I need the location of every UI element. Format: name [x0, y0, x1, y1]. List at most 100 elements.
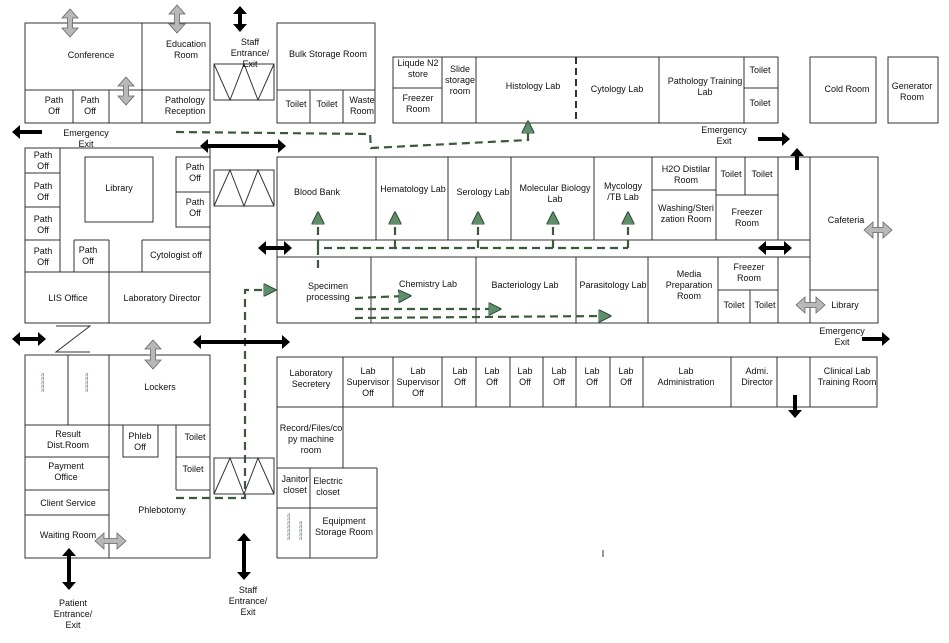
gray-arrow-lockers — [144, 339, 162, 370]
room-conference: Conference — [68, 50, 115, 60]
gray-arrow-path-off — [117, 76, 135, 106]
room-phlebotomy: Phlebotomy — [138, 505, 186, 515]
entrance-arrows — [12, 6, 890, 590]
gray-arrow-education — [168, 4, 186, 34]
gray-arrow-cafeteria — [863, 221, 893, 239]
equipment-glyph-1: ≈≈≈≈≈≈≈ — [286, 513, 293, 540]
room-toilet-histology-2: Toilet — [749, 98, 771, 108]
arrow-emergency-exit-right-low — [862, 332, 890, 346]
room-bulk-storage: Bulk Storage Room — [289, 49, 367, 59]
room-hematology-lab: Hematology Lab — [380, 184, 446, 194]
room-toilet-h2o-2: Toilet — [751, 169, 773, 179]
flow-path-pathology-histology — [175, 127, 528, 150]
room-bacteriology-lab: Bacteriology Lab — [491, 280, 558, 290]
arrow-emergency-exit-right-top — [758, 132, 790, 146]
stair-left-middle — [213, 168, 275, 208]
arrow-bottom-down — [788, 395, 802, 418]
gray-arrow-waiting — [94, 532, 127, 550]
locker-glyph-1: ≈≈≈≈≈ — [40, 373, 47, 392]
gray-door-arrows — [61, 4, 893, 550]
room-toilet-phleb-1: Toilet — [184, 432, 206, 442]
locker-glyph-2: ≈≈≈≈≈ — [84, 373, 91, 392]
room-mycology-tb-lab: Mycology/TB Lab — [604, 181, 643, 202]
room-blood-bank: Blood Bank — [294, 187, 341, 197]
room-toilet-phleb-2: Toilet — [182, 464, 204, 474]
arrow-corridor-lower — [193, 335, 290, 349]
room-toilet-histology-1: Toilet — [749, 65, 771, 75]
vertical-glyphs: ≈≈≈≈≈ ≈≈≈≈≈ ≈≈≈≈≈≈≈ ≈≈≈≈≈ — [40, 373, 305, 540]
room-toilet-media-1: Toilet — [723, 300, 745, 310]
gray-arrow-conference — [61, 8, 79, 38]
flow-path-parasitology — [354, 316, 605, 318]
specimen-flow-paths — [175, 127, 628, 500]
room-lis-office: LIS Office — [48, 293, 87, 303]
flow-path-lab-corridor — [316, 246, 628, 268]
stair-top — [213, 62, 275, 102]
room-parasitology-lab: Parasitology Lab — [579, 280, 646, 290]
arrow-corridor-right — [758, 241, 792, 255]
arrow-emergency-exit-left — [12, 125, 42, 139]
room-toilet-bulk-2: Toilet — [316, 99, 338, 109]
arrow-right-up — [790, 148, 804, 170]
arrow-patient-entrance — [62, 548, 76, 590]
flow-path-phlebotomy-specimen — [176, 290, 270, 500]
room-cytology-lab: Cytology Lab — [591, 84, 644, 94]
room-lockers: Lockers — [144, 382, 176, 392]
room-cafeteria: Cafeteria — [828, 215, 865, 225]
room-toilet-bulk-1: Toilet — [285, 99, 307, 109]
room-admi-director: Admi.Director — [741, 366, 773, 387]
room-toilet-media-2: Toilet — [754, 300, 776, 310]
flow-path-chemistry — [354, 296, 405, 298]
room-cold-room: Cold Room — [824, 84, 869, 94]
room-chemistry-lab: Chemistry Lab — [399, 279, 457, 289]
gray-arrow-library — [795, 296, 826, 314]
walls — [24, 22, 939, 559]
arrow-left-low — [12, 332, 46, 346]
